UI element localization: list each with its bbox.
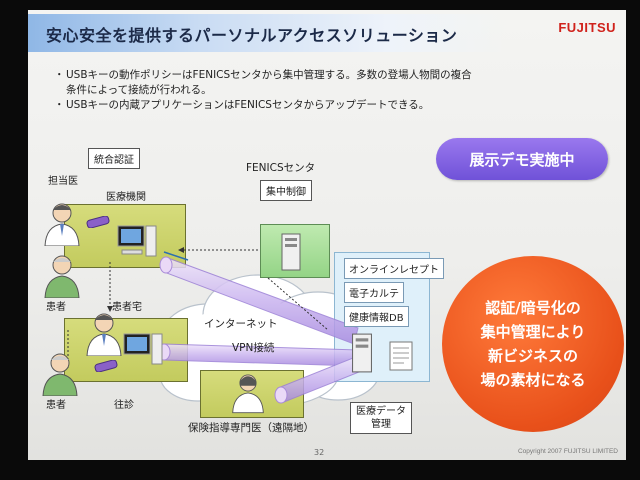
label-specialist: 保険指導専門医（遠隔地） <box>188 422 314 434</box>
visiting-doctor-person-icon <box>86 313 122 356</box>
bullet-text: USBキーの内蔵アプリケーションはFENICSセンタからアップデートできる。 <box>66 99 430 111</box>
patient-person-icon <box>44 255 80 298</box>
home-patient-person-icon <box>42 353 78 396</box>
bullet-text: USBキーの動作ポリシーはFENICSセンタから集中管理する。多数の登場人物間の… <box>66 69 472 81</box>
tube-medical <box>163 257 359 345</box>
label-vpn: VPN接続 <box>232 342 275 354</box>
copyright: Copyright 2007 FUJITSU LIMITED <box>517 448 618 455</box>
bullet-text: 条件によって接続が行われる。 <box>66 84 212 96</box>
demo-badge: 展示デモ実施中 <box>436 138 608 180</box>
callout-line: 医療データ <box>356 406 406 417</box>
usb-key-icon <box>94 360 118 372</box>
bullet-list: USBキーの動作ポリシーはFENICSセンタから集中管理する。多数の登場人物間の… <box>54 68 574 113</box>
callout-central-control: 集中制御 <box>260 180 312 201</box>
label-home-visit: 往診 <box>114 400 134 411</box>
slide: 安心安全を提供するパーソナルアクセスソリューション FUJITSU USBキーの… <box>28 10 626 460</box>
bullet-continuation: 条件によって接続が行われる。 <box>54 83 574 98</box>
usb-key-icon <box>86 216 110 228</box>
db-item-health-info-db: 健康情報DB <box>344 306 409 327</box>
label-fenics-center: FENICSセンタ <box>246 162 316 174</box>
callout-integrated-auth: 統合認証 <box>88 148 140 169</box>
message-line: 新ビジネスの <box>487 347 578 365</box>
fujitsu-logo: FUJITSU <box>558 20 616 35</box>
callout-medical-data-management: 医療データ 管理 <box>350 402 412 434</box>
specialist-person-icon <box>232 374 264 414</box>
title-bar <box>28 14 506 52</box>
label-patient-bottom: 患者 <box>46 400 66 411</box>
db-item-online-receipt: オンラインレセプト <box>344 258 444 279</box>
message-line: 認証/暗号化の <box>485 299 581 317</box>
label-medical-institution: 医療機関 <box>106 192 146 203</box>
server-icon <box>352 333 372 373</box>
bullet-item: USBキーの内蔵アプリケーションはFENICSセンタからアップデートできる。 <box>54 98 574 113</box>
page-number: 32 <box>314 448 325 457</box>
key-message-circle: 認証/暗号化の 集中管理により 新ビジネスの 場の素材になる <box>442 256 624 432</box>
server-icon <box>281 233 301 271</box>
connection-tubes <box>67 247 365 404</box>
computer-icon <box>123 333 163 365</box>
db-item-electronic-chart: 電子カルテ <box>344 282 404 303</box>
callout-line: 管理 <box>371 419 391 430</box>
computer-icon <box>117 225 157 257</box>
label-patient-top: 患者 <box>46 302 66 313</box>
label-internet: インターネット <box>204 318 278 330</box>
label-patient-home: 患者宅 <box>112 302 142 313</box>
label-doctor: 担当医 <box>48 176 78 187</box>
document-icon <box>389 341 413 371</box>
doctor-person-icon <box>44 203 80 246</box>
bullet-item: USBキーの動作ポリシーはFENICSセンタから集中管理する。多数の登場人物間の… <box>54 68 574 83</box>
message-line: 場の素材になる <box>480 371 586 389</box>
message-line: 集中管理により <box>480 323 586 341</box>
slide-title: 安心安全を提供するパーソナルアクセスソリューション <box>46 26 458 45</box>
